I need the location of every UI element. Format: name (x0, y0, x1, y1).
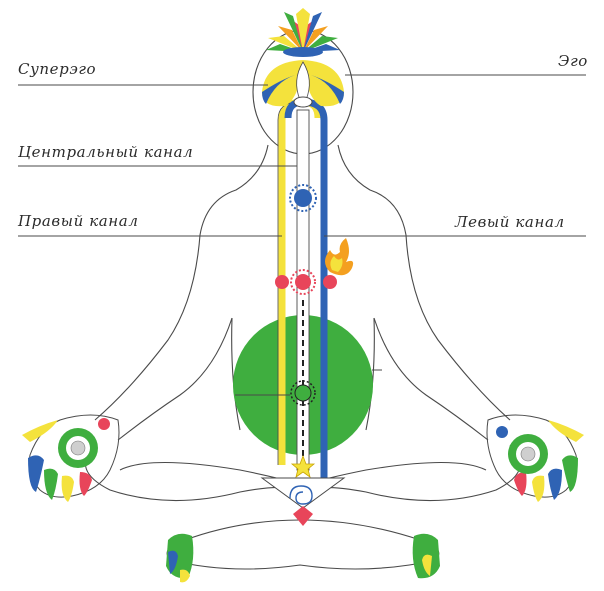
label-ego: Эго (558, 52, 588, 70)
vishuddhi-chakra (289, 184, 317, 212)
kundalini-spiral-icon (289, 485, 313, 505)
label-left-channel: Левый канал (455, 213, 565, 231)
label-leader-lines (18, 74, 586, 237)
right-foot (412, 533, 440, 579)
mooladhar-chakra (293, 506, 313, 526)
agnya-chakra (293, 96, 313, 108)
right-hand (486, 414, 584, 502)
heart-chakras (275, 269, 337, 295)
label-superego: Суперэго (18, 60, 97, 78)
label-right-channel: Правый канал (18, 212, 139, 230)
left-hand (22, 414, 120, 502)
swadisthan-star-icon (290, 454, 316, 478)
ego-region (303, 60, 344, 107)
label-central-channel: Центральный канал (18, 143, 194, 161)
superego-region (262, 60, 303, 107)
nabhi-chakra (290, 380, 316, 406)
left-foot (166, 533, 194, 583)
sahasrara-lotus (266, 8, 340, 57)
mooladhar-triangle (260, 477, 346, 509)
